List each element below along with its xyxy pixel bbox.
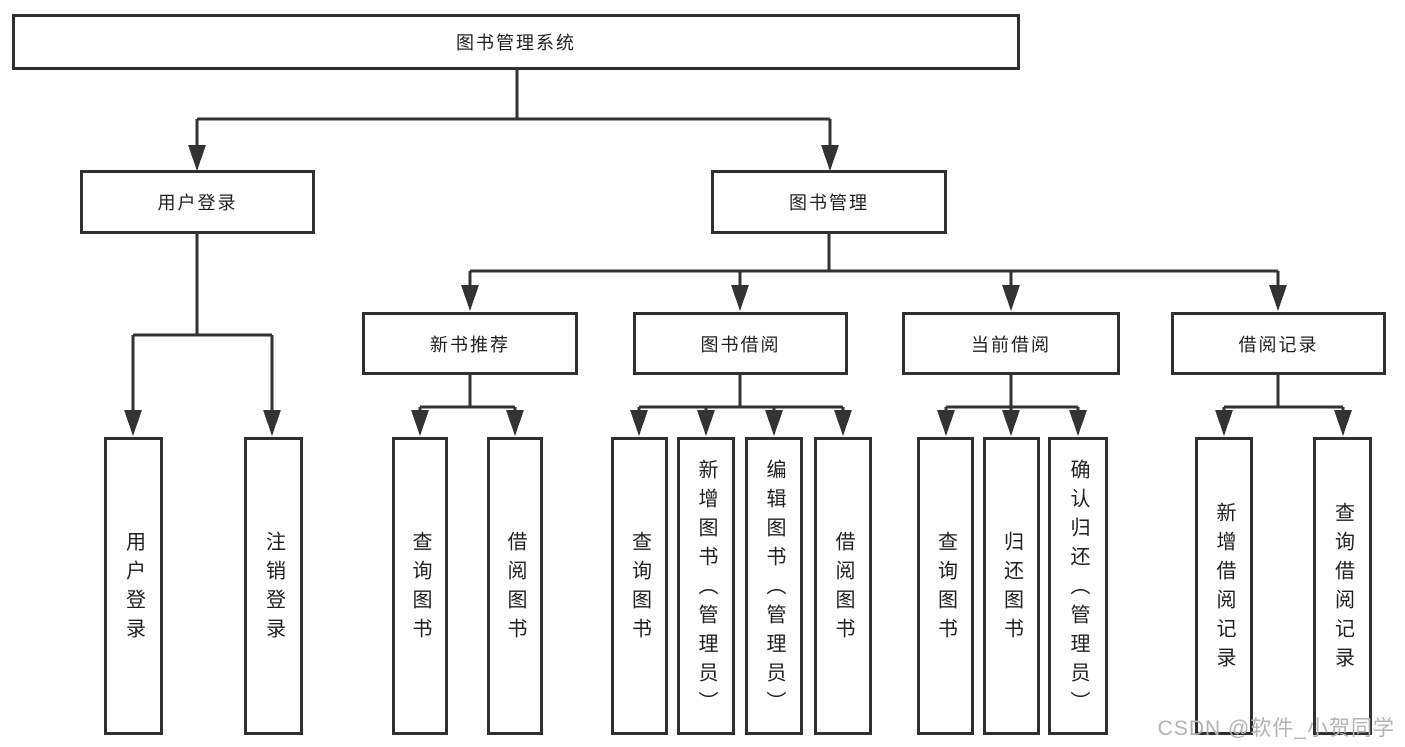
node-user-login: 用户登录 [80, 170, 315, 234]
arrow-icon [1069, 410, 1087, 436]
arrow-icon [731, 285, 749, 311]
node-book-borrow: 图书借阅 [633, 312, 848, 375]
arrow-icon [1215, 410, 1233, 436]
arrow-icon [1002, 285, 1020, 311]
arrow-icon [697, 410, 715, 436]
leaf-edit-book-admin: 编辑图书（管理员） [745, 437, 803, 735]
leaf-borrow-book-recommend: 借阅图书 [487, 437, 543, 735]
node-borrow-records: 借阅记录 [1171, 312, 1386, 375]
arrow-icon [188, 145, 206, 171]
arrow-icon [834, 410, 852, 436]
arrow-icon [411, 410, 429, 436]
arrow-icon [630, 410, 648, 436]
leaf-query-book-current: 查询图书 [917, 437, 974, 735]
root-node: 图书管理系统 [12, 14, 1020, 70]
leaf-borrow-book: 借阅图书 [814, 437, 872, 735]
leaf-user-login: 用户登录 [104, 437, 163, 735]
leaf-add-book-admin: 新增图书（管理员） [677, 437, 735, 735]
csdn-watermark: CSDN @软件_小贺同学 [1157, 717, 1395, 740]
node-book-management: 图书管理 [711, 170, 947, 234]
arrow-icon [263, 410, 281, 436]
leaf-query-borrow-record: 查询借阅记录 [1313, 437, 1372, 735]
arrow-icon [1002, 410, 1020, 436]
arrow-icon [506, 410, 524, 436]
arrow-icon [821, 145, 839, 171]
node-current-borrow: 当前借阅 [902, 312, 1120, 375]
arrow-icon [1269, 285, 1287, 311]
arrow-icon [461, 285, 479, 311]
leaf-confirm-return-admin: 确认归还（管理员） [1048, 437, 1108, 735]
node-new-book-recommend: 新书推荐 [362, 312, 578, 375]
arrow-icon [124, 410, 142, 436]
leaf-query-book-borrow: 查询图书 [611, 437, 668, 735]
arrow-icon [765, 410, 783, 436]
arrow-icon [1334, 410, 1352, 436]
leaf-logout: 注销登录 [244, 437, 303, 735]
leaf-return-book: 归还图书 [983, 437, 1040, 735]
leaf-add-borrow-record: 新增借阅记录 [1195, 437, 1253, 735]
arrow-icon [937, 410, 955, 436]
leaf-query-book-recommend: 查询图书 [392, 437, 448, 735]
